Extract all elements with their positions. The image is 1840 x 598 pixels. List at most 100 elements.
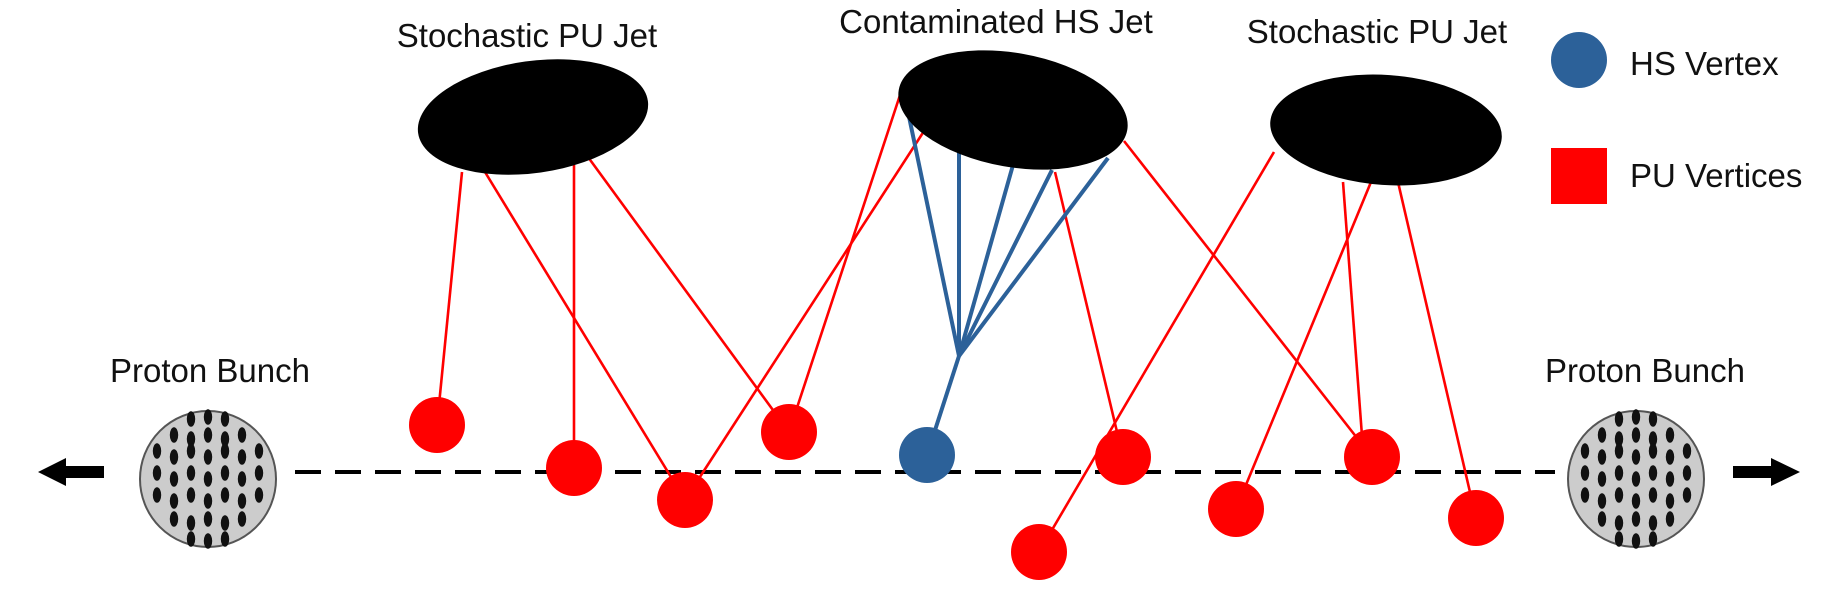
proton-dot [1631,511,1641,527]
hs-vertex [899,427,955,483]
proton-dot [1580,487,1590,503]
proton-dot [237,449,247,465]
proton-dot [203,409,213,425]
proton-dot [203,533,213,549]
proton-dot [1665,471,1675,487]
proton-dot [203,511,213,527]
legend-pu-vertices-icon [1551,148,1607,204]
proton-bunch-left [139,409,277,549]
jet-label-center: Contaminated HS Jet [839,3,1153,40]
legend: HS Vertex PU Vertices [1551,32,1802,204]
pu-vertex [1095,429,1151,485]
proton-dot [1648,515,1658,531]
proton-dot [254,487,264,503]
proton-bunch-label-right: Proton Bunch [1545,352,1745,389]
proton-dot [1631,493,1641,509]
pu-vertex [1344,429,1400,485]
proton-dot [1682,443,1692,459]
proton-dot [220,431,230,447]
pu-vertex [761,404,817,460]
beam-arrow-right-icon [1733,458,1800,486]
proton-dot [186,431,196,447]
proton-dots [152,409,264,549]
proton-bunch-label-left: Proton Bunch [110,352,310,389]
proton-dot [237,493,247,509]
proton-dot [169,449,179,465]
proton-dot [1614,487,1624,503]
proton-dot [220,515,230,531]
proton-bunch-right [1567,409,1705,549]
proton-dot [152,443,162,459]
proton-dot [254,443,264,459]
proton-dot [1631,533,1641,549]
hs-track [957,164,1015,357]
hs-track [957,156,1110,358]
proton-dot [203,449,213,465]
pu-tracks [435,85,1478,553]
proton-dot [169,493,179,509]
pu-vertex [546,440,602,496]
proton-dot [1648,531,1658,547]
legend-hs-vertex-icon [1551,32,1607,88]
proton-dot [169,471,179,487]
stochastic-pu-jet-right [1270,74,1502,186]
pu-track [1037,151,1276,553]
proton-dot [1648,411,1658,427]
hs-track [957,169,1054,357]
pu-vertex [1011,524,1067,580]
proton-dot [1614,411,1624,427]
proton-dot [220,411,230,427]
hs-track [905,106,961,357]
proton-dot [203,471,213,487]
proton-dot [152,487,162,503]
proton-dot [1631,409,1641,425]
proton-dot [186,531,196,547]
proton-dot [1648,465,1658,481]
pu-track [1053,171,1125,458]
proton-dot [220,443,230,459]
proton-dot [1648,443,1658,459]
proton-dot [169,511,179,527]
pu-track [683,127,928,501]
contaminated-hs-jet [898,50,1128,170]
proton-dot [152,465,162,481]
proton-dot [1597,493,1607,509]
pu-track [586,156,791,433]
beam-arrow-left-icon [38,458,104,486]
proton-dot [186,515,196,531]
proton-dot [1665,511,1675,527]
proton-dot [220,487,230,503]
proton-dot [1665,493,1675,509]
legend-pu-vertices-label: PU Vertices [1630,157,1802,194]
pu-track [1341,181,1364,437]
proton-dot [203,493,213,509]
proton-dot [1665,449,1675,465]
pu-track [787,85,905,433]
pu-vertices [409,397,1504,580]
proton-dot [237,511,247,527]
proton-dot [1597,427,1607,443]
pu-track [1234,181,1373,510]
proton-dot [1665,427,1675,443]
proton-dot [186,443,196,459]
proton-dot [254,465,264,481]
pu-vertex [1448,490,1504,546]
proton-dot [220,531,230,547]
proton-dot [1597,471,1607,487]
proton-dot [1648,431,1658,447]
pu-vertex [657,472,713,528]
proton-dot [1631,471,1641,487]
proton-dot [1580,443,1590,459]
pu-track [1122,140,1374,458]
proton-dot [203,427,213,443]
jet-label-right: Stochastic PU Jet [1247,13,1507,50]
proton-dot [1614,431,1624,447]
pu-vertex [409,397,465,453]
proton-dot [186,411,196,427]
proton-dot [1631,449,1641,465]
proton-dot [1682,465,1692,481]
proton-dots [1580,409,1692,549]
pu-track [1396,181,1478,519]
proton-dot [220,465,230,481]
